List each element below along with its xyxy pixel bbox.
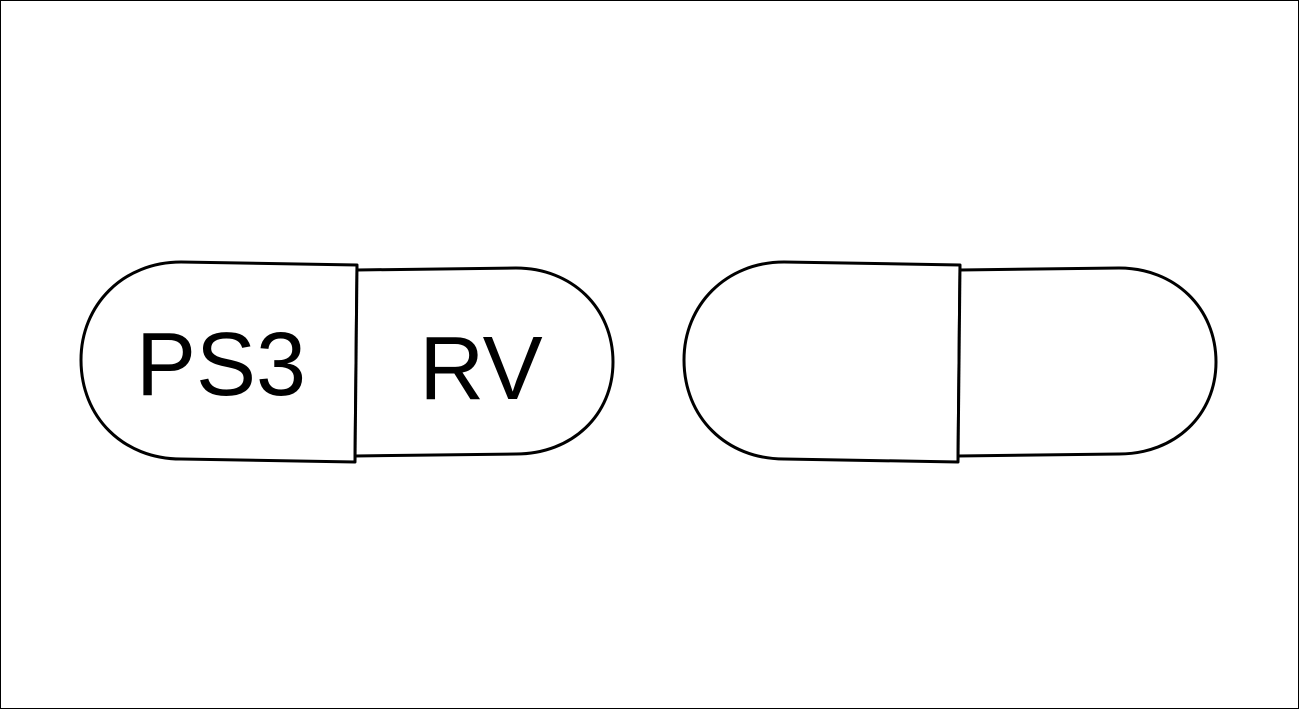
imprint-right: RV (419, 319, 542, 419)
capsule-front: PS3 RV (79, 260, 615, 464)
capsule-back-seam (956, 264, 962, 463)
capsule-front-right-half (354, 266, 615, 458)
capsule-front-left-half (79, 260, 359, 464)
capsule-back-right-half (957, 266, 1218, 458)
capsule-front-seam (353, 264, 359, 463)
capsule-back (682, 260, 1218, 464)
imprint-left: PS3 (136, 315, 306, 415)
capsule-back-left-half (682, 260, 962, 464)
